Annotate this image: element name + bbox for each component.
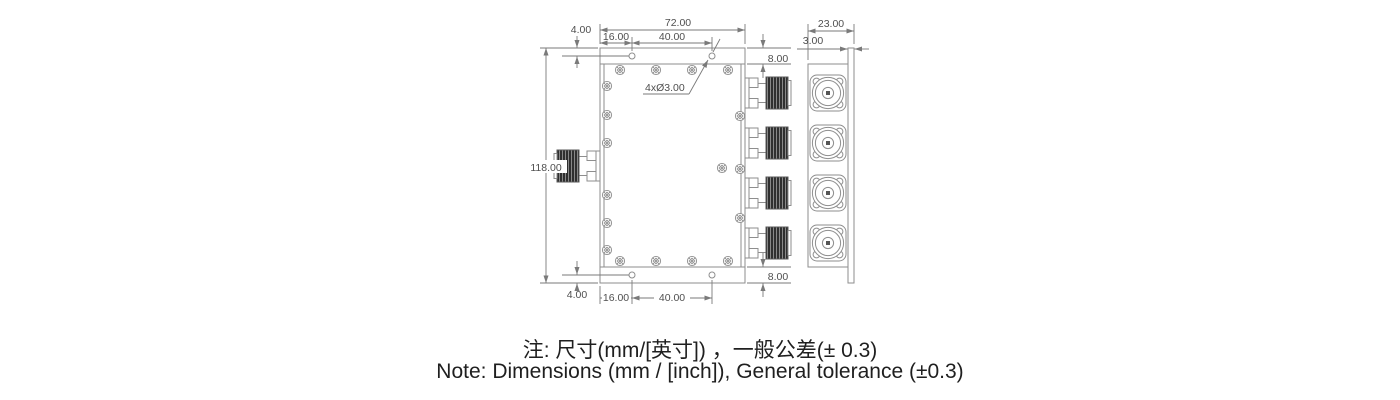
mounting-hole: [628, 52, 636, 60]
screw-icon: [614, 64, 626, 76]
dim-holes-bottom: 16.00 40.00: [599, 280, 713, 304]
dim-label-hole-offset-top: 4.00: [571, 24, 592, 36]
output-connector-1: [744, 76, 792, 110]
dim-label-edge-to-hole-bottom: 16.00: [603, 292, 629, 304]
mounting-hole: [708, 52, 716, 60]
dim-holes-callout: 4xØ3.00: [643, 38, 721, 95]
dim-total-height: 118.00: [525, 47, 598, 284]
screw-icon: [601, 189, 613, 201]
screw-icon: [686, 64, 698, 76]
screw-icon: [601, 244, 613, 256]
mounting-hole: [628, 271, 636, 279]
dim-label-flange-height-bottom: 8.00: [768, 271, 789, 283]
screw-icon: [722, 255, 734, 267]
output-connector-3: [744, 176, 792, 210]
side-connector-flange-4: [809, 224, 847, 262]
dim-label-flange-height-top: 8.00: [768, 53, 789, 65]
screw-icon: [734, 212, 746, 224]
dim-total-width: 72.00: [599, 17, 746, 44]
dim-flange-height-top: 8.00: [747, 34, 791, 78]
note-line-chinese: 注: 尺寸(mm/[英寸]) ，一般公差(± 0.3): [522, 339, 878, 362]
dim-label-total-depth: 23.00: [818, 18, 844, 30]
dimensions: 72.00 16.00 40.00 4.00 4xØ3.00: [525, 17, 869, 304]
dim-label-total-height: 118.00: [530, 162, 561, 174]
side-connector-flange-2: [809, 124, 847, 162]
screw-icon: [650, 255, 662, 267]
dim-hole-offset-bottom: 4.00: [562, 261, 629, 301]
mounting-hole: [708, 271, 716, 279]
screw-icon: [601, 109, 613, 121]
dim-flange-height-bottom: 8.00: [747, 253, 791, 297]
side-connector-flange-1: [809, 74, 847, 112]
screw-icon: [601, 217, 613, 229]
output-connector-4: [744, 226, 792, 260]
dim-label-flange-thickness: 3.00: [803, 35, 824, 47]
screw-icon: [734, 163, 746, 175]
dim-label-holes-callout: 4xØ3.00: [645, 82, 685, 94]
dim-label-total-width: 72.00: [665, 17, 691, 29]
screw-icon: [601, 137, 613, 149]
side-connector-flange-3: [809, 174, 847, 212]
dim-label-hole-spacing-top: 40.00: [659, 31, 685, 43]
screw-icon: [601, 80, 613, 92]
screw-icon: [686, 255, 698, 267]
side-view: [807, 47, 855, 284]
output-connector-2: [744, 126, 792, 160]
note-line-english: Note: Dimensions (mm / [inch]), General …: [436, 360, 964, 383]
screw-icon: [716, 162, 728, 174]
dim-label-hole-spacing-bottom: 40.00: [659, 292, 685, 304]
front-view: [553, 47, 792, 284]
dim-label-hole-offset-bottom: 4.00: [567, 289, 588, 301]
dim-holes-top: 16.00 40.00: [600, 31, 713, 51]
mounting-holes: [628, 52, 716, 279]
dim-flange-thickness: 3.00: [797, 35, 869, 52]
dim-label-edge-to-hole-top: 16.00: [603, 31, 629, 43]
side-flange-strip: [847, 47, 855, 284]
screw-icon: [650, 64, 662, 76]
screw-icon: [614, 255, 626, 267]
screw-icon: [722, 64, 734, 76]
dim-total-depth: 23.00: [807, 18, 855, 60]
screw-icon: [734, 110, 746, 122]
